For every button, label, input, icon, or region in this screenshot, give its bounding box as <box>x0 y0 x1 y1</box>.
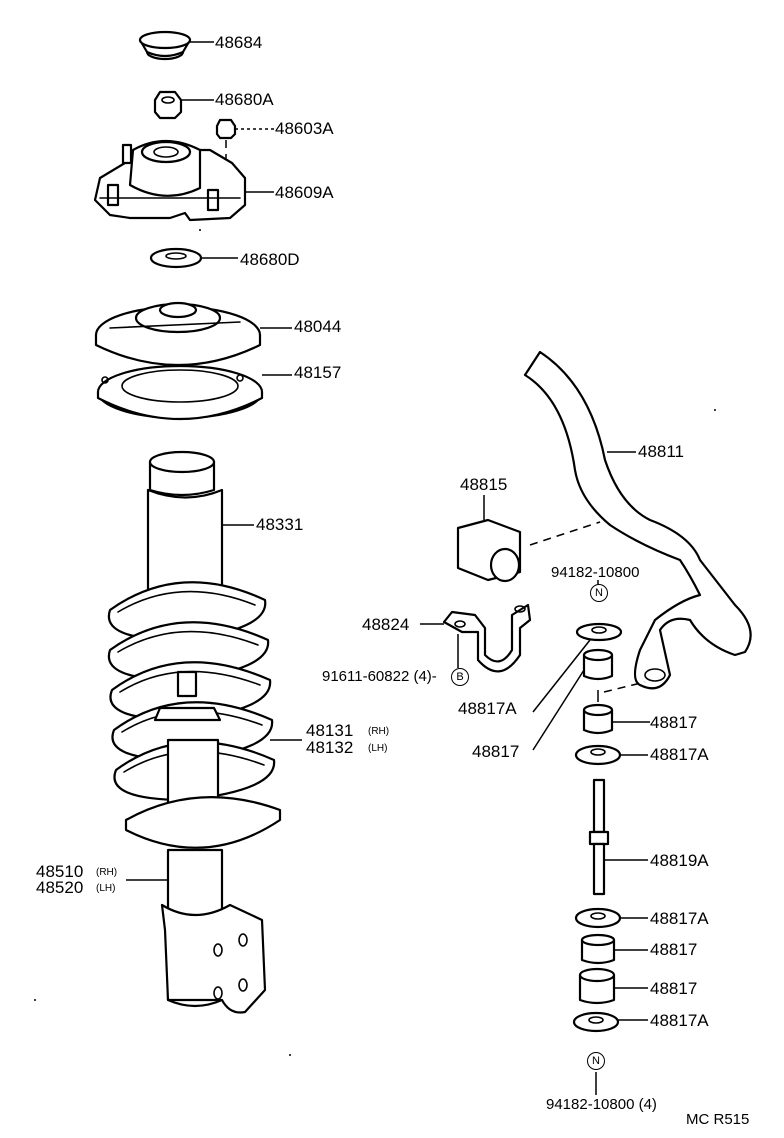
label-48331: 48331 <box>256 515 304 534</box>
tag-lh-48132: (LH) <box>368 743 388 754</box>
label-48817A-r2: 48817A <box>650 909 709 928</box>
spring-seat-part <box>94 301 292 367</box>
label-48817A-r1: 48817A <box>650 745 709 764</box>
label-48817-r2: 48817 <box>650 940 698 959</box>
label-48044: 48044 <box>294 317 342 336</box>
label-48824: 48824 <box>362 615 410 634</box>
label-48132: 48132 <box>306 738 354 757</box>
label-48815: 48815 <box>460 475 508 494</box>
label-bolt-b: 91611-60822 (4)- <box>322 668 437 685</box>
shock-absorber-part <box>124 738 282 1014</box>
label-nut-top: 94182-10800 <box>551 564 640 581</box>
diagram-code: MC R515 <box>686 1111 750 1128</box>
nut-part <box>153 90 214 120</box>
label-48819A: 48819A <box>650 851 709 870</box>
b-symbol: B <box>451 668 469 686</box>
label-nut-bottom: 94182-10800 (4) <box>546 1096 657 1113</box>
label-48131: 48131 <box>306 721 354 740</box>
label-48680D: 48680D <box>240 250 300 269</box>
spring-insulator-part <box>96 364 292 421</box>
tag-rh-48131: (RH) <box>368 726 390 737</box>
print-specks <box>34 229 716 1056</box>
label-48510: 48510 <box>36 862 84 881</box>
label-48680A: 48680A <box>215 90 274 109</box>
dust-cap-part <box>138 30 214 61</box>
strut-support-part <box>93 140 274 222</box>
label-48811: 48811 <box>638 442 685 461</box>
label-48603A: 48603A <box>275 119 334 138</box>
stabilizer-link-stack <box>532 580 650 1095</box>
label-48817-left: 48817 <box>472 742 520 761</box>
tag-rh-48510: (RH) <box>96 867 118 878</box>
small-nut-part <box>215 118 274 178</box>
coil-spring-part <box>107 581 302 802</box>
washer-part <box>149 247 238 269</box>
label-48520: 48520 <box>36 878 84 897</box>
stabilizer-bushing-part <box>456 495 601 583</box>
label-48817A-left: 48817A <box>458 699 517 718</box>
label-48817-r1: 48817 <box>650 713 698 732</box>
label-48817-r3: 48817 <box>650 979 698 998</box>
tag-lh-48520: (LH) <box>96 883 116 894</box>
stabilizer-bar-part <box>523 350 752 690</box>
n-symbol-bottom: N <box>587 1052 605 1070</box>
bump-stopper-part <box>146 450 254 605</box>
bushing-bracket-part <box>420 603 532 673</box>
label-48157: 48157 <box>294 363 342 382</box>
label-48684: 48684 <box>215 33 263 52</box>
label-48817A-r3: 48817A <box>650 1011 709 1030</box>
n-symbol-top: N <box>590 584 608 602</box>
label-48609A: 48609A <box>275 183 334 202</box>
